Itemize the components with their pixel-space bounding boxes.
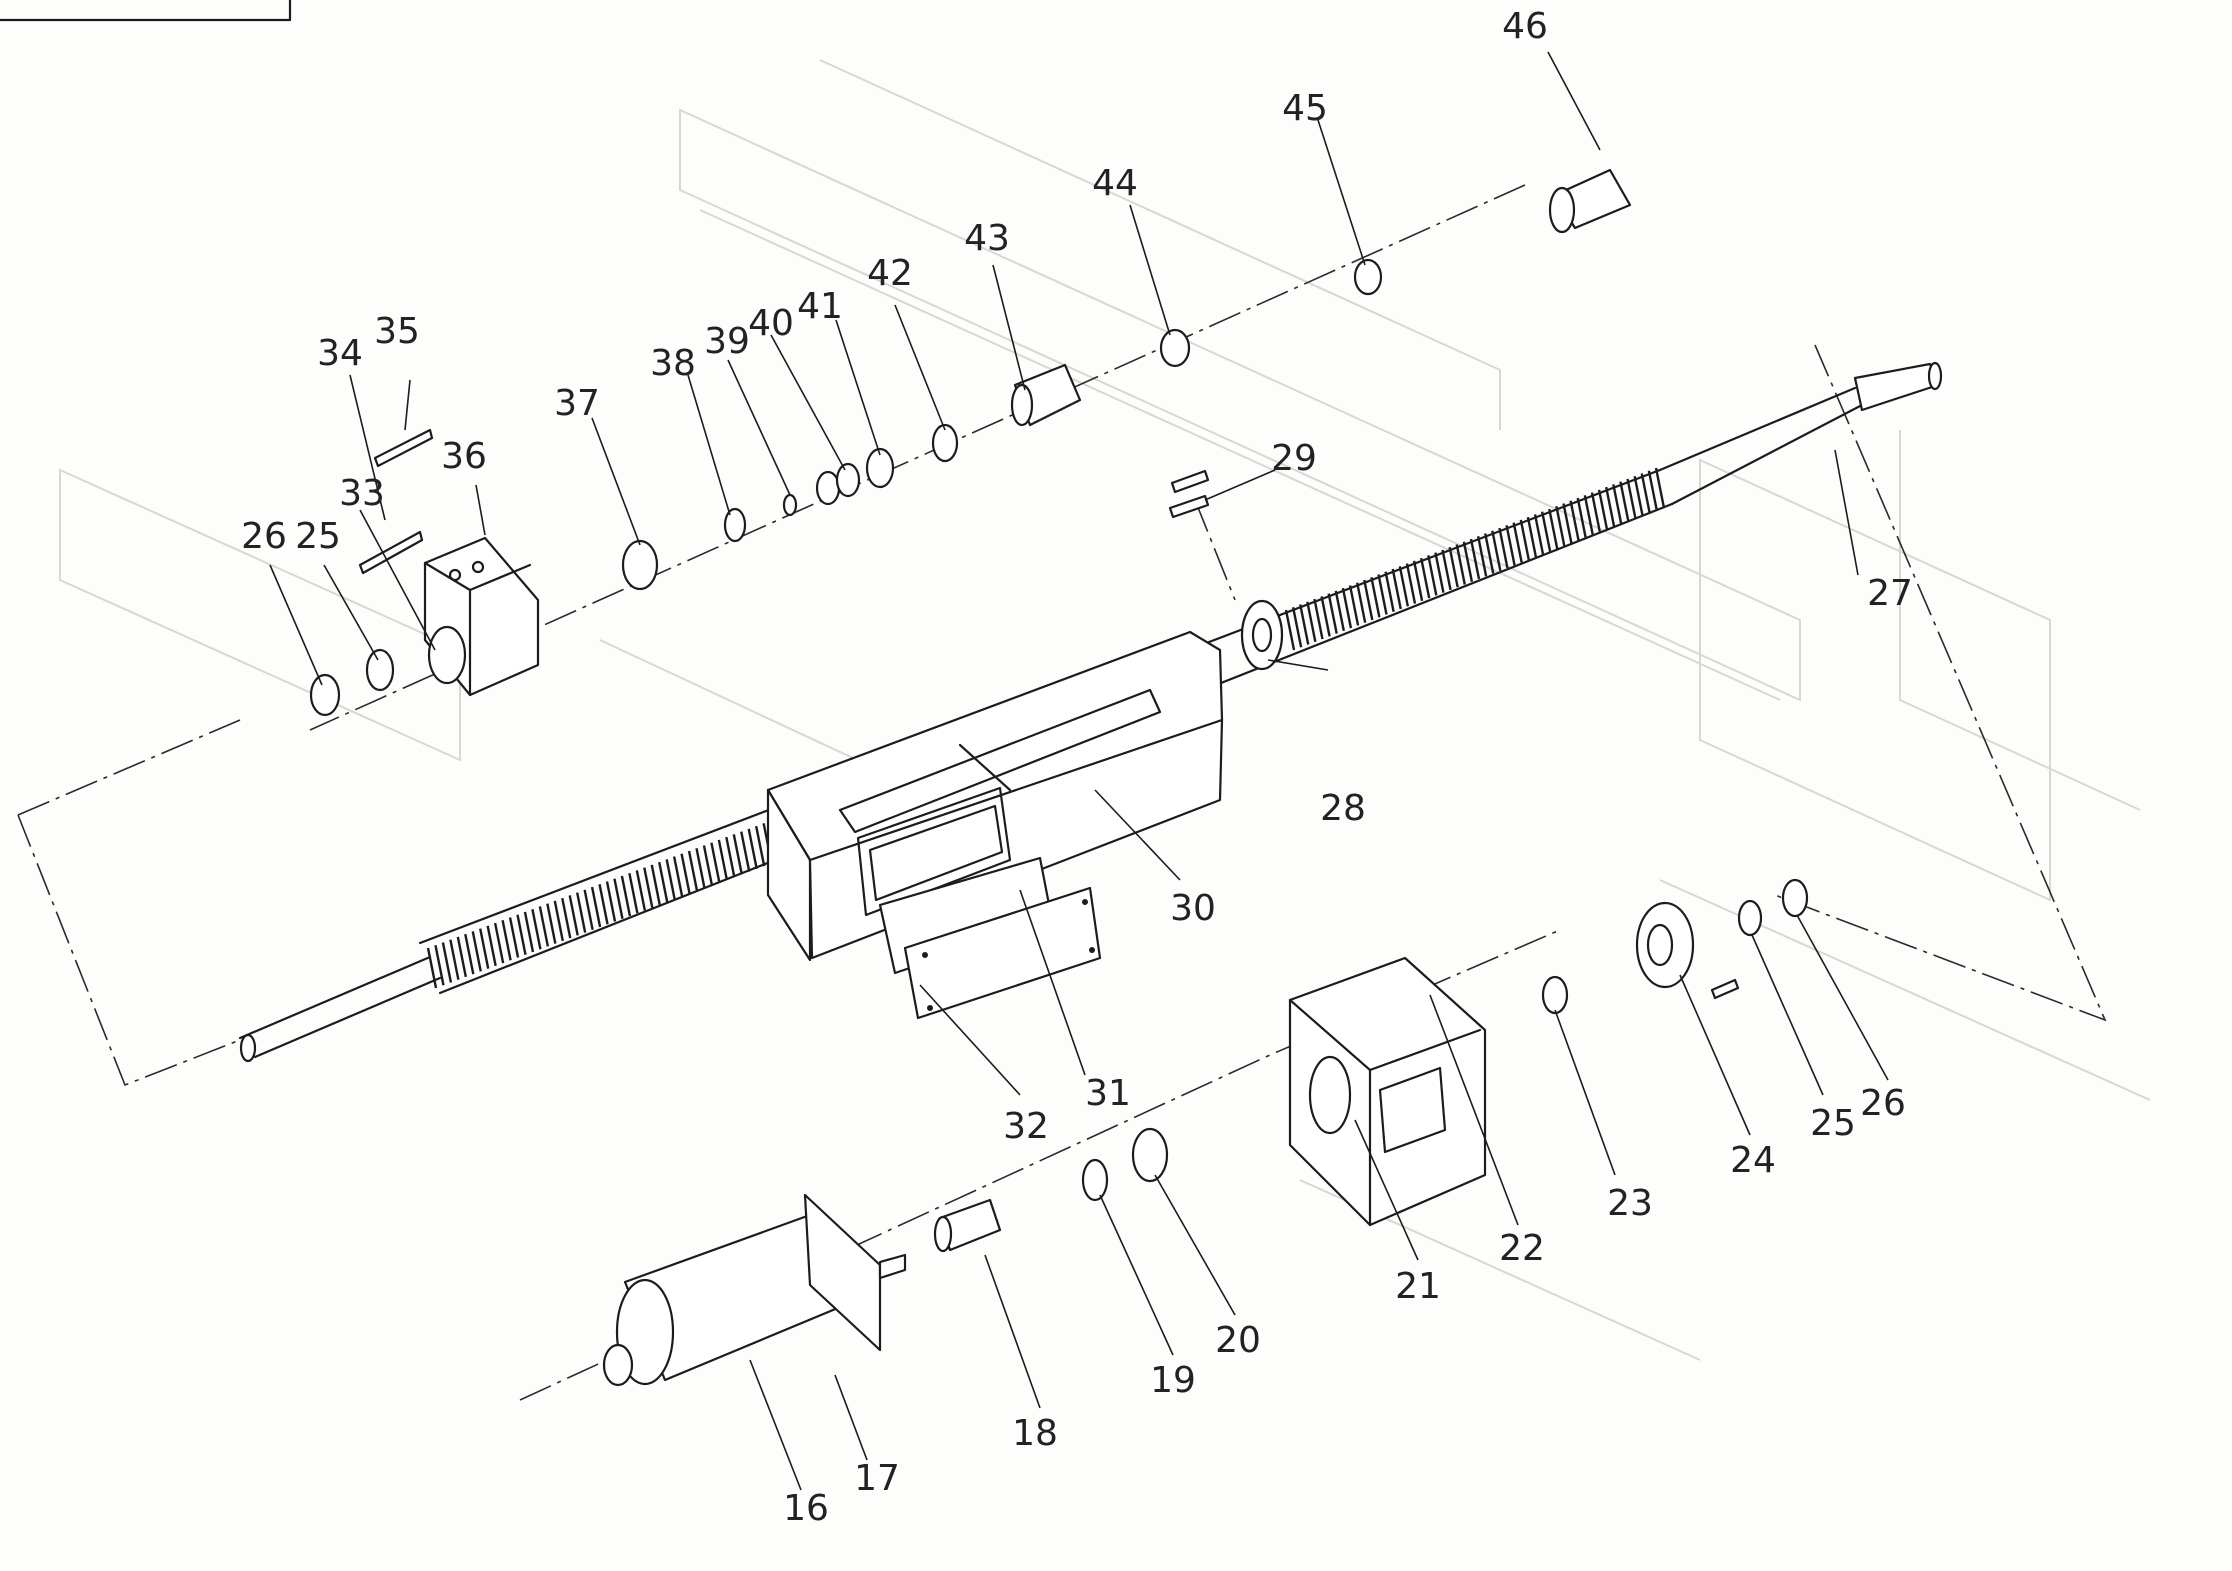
label-27: 27 bbox=[1867, 573, 1913, 614]
cover-plate bbox=[903, 886, 1102, 1020]
label-35: 35 bbox=[374, 311, 420, 352]
label-34: 34 bbox=[317, 333, 363, 374]
left-bearing-block bbox=[423, 536, 540, 697]
label-21: 21 bbox=[1395, 1266, 1441, 1307]
label-17: 17 bbox=[854, 1458, 900, 1499]
motor bbox=[602, 1193, 907, 1387]
label-31: 31 bbox=[1085, 1073, 1131, 1114]
coupling bbox=[933, 1198, 1002, 1253]
screw-nut-flange bbox=[1240, 599, 1284, 671]
part-number-labels: 16 17 18 19 20 21 22 23 24 25 26 25 26 2… bbox=[241, 6, 1913, 1529]
rings-and-bearings bbox=[309, 168, 1809, 1202]
label-46: 46 bbox=[1502, 6, 1548, 47]
label-29: 29 bbox=[1271, 438, 1317, 479]
label-41: 41 bbox=[797, 286, 843, 327]
label-23: 23 bbox=[1607, 1183, 1653, 1224]
frame-corner bbox=[0, 0, 292, 22]
label-38: 38 bbox=[650, 343, 696, 384]
label-18: 18 bbox=[1012, 1413, 1058, 1454]
right-bearing-housing bbox=[1288, 956, 1487, 1227]
label-32: 32 bbox=[1003, 1106, 1049, 1147]
leader-lines bbox=[269, 51, 1889, 1491]
clips bbox=[358, 428, 434, 575]
label-43: 43 bbox=[964, 218, 1010, 259]
flange-24 bbox=[1635, 901, 1695, 989]
label-19: 19 bbox=[1150, 1360, 1196, 1401]
label-26-left: 26 bbox=[241, 516, 287, 557]
label-45: 45 bbox=[1282, 88, 1328, 129]
label-20: 20 bbox=[1215, 1320, 1261, 1361]
label-42: 42 bbox=[867, 253, 913, 294]
label-28: 28 bbox=[1320, 788, 1366, 829]
bolts-29 bbox=[1168, 469, 1210, 519]
label-26-right: 26 bbox=[1860, 1083, 1906, 1124]
label-30: 30 bbox=[1170, 888, 1216, 929]
label-16: 16 bbox=[783, 1488, 829, 1529]
label-25-left: 25 bbox=[295, 516, 341, 557]
label-39: 39 bbox=[704, 321, 750, 362]
label-24: 24 bbox=[1730, 1140, 1776, 1181]
label-37: 37 bbox=[554, 383, 600, 424]
label-44: 44 bbox=[1092, 163, 1138, 204]
label-22: 22 bbox=[1499, 1228, 1545, 1269]
cover-plate-screws bbox=[922, 899, 1095, 1011]
label-33: 33 bbox=[339, 473, 385, 514]
label-25-right: 25 bbox=[1810, 1103, 1856, 1144]
label-36: 36 bbox=[441, 436, 487, 477]
label-40: 40 bbox=[748, 303, 794, 344]
